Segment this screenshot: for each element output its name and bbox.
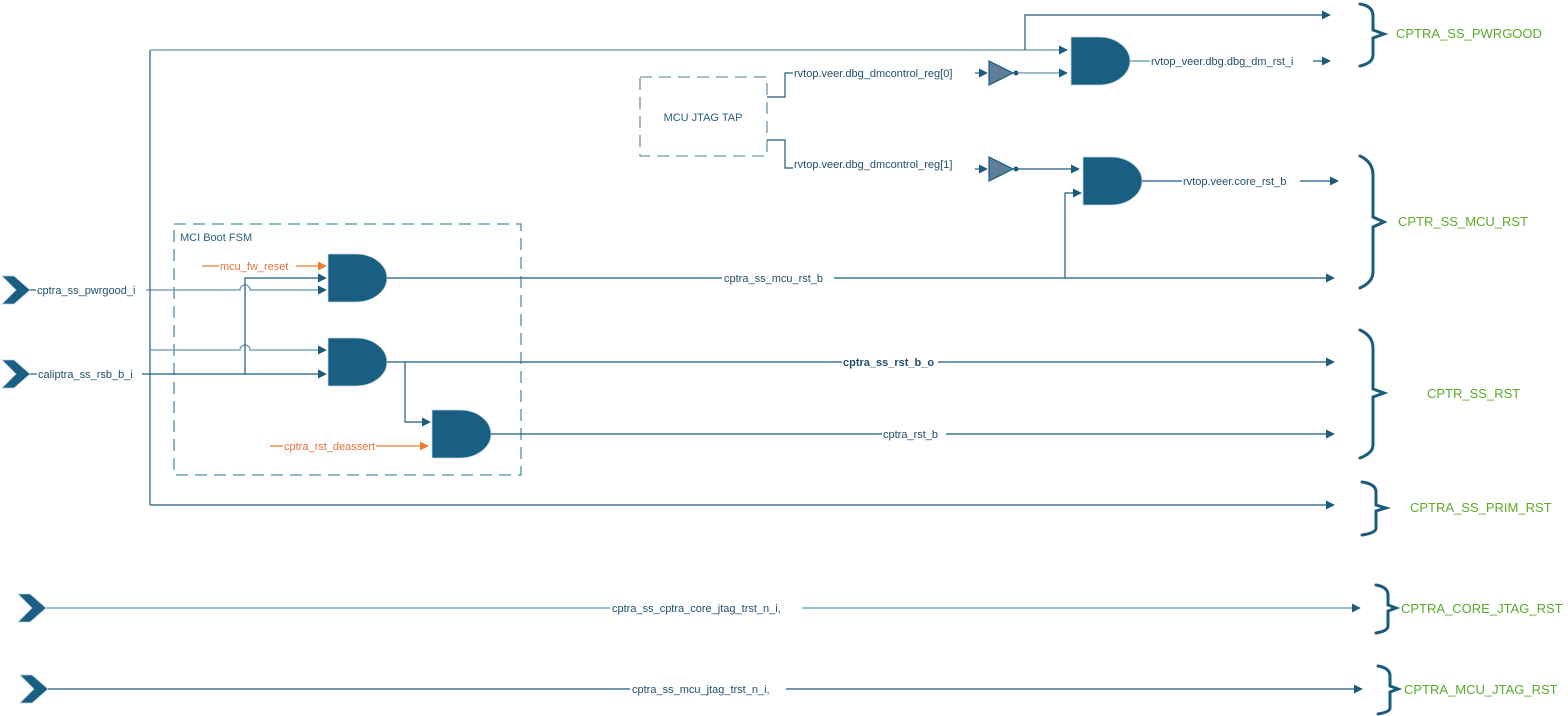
net-core-rst-b: rvtop.veer.core_rst_b: [1142, 176, 1339, 188]
net-cptra-rst-b: cptra_rst_b: [491, 427, 1335, 441]
signal-label-mcu-rst-b: cptra_ss_mcu_rst_b: [724, 273, 823, 285]
brace-icon: [1376, 664, 1403, 716]
net-dbg-dm-rst: rvtop_veer.dbg.dbg_dm_rst_i: [1130, 56, 1331, 68]
input-port-core-jtag-icon: [17, 593, 47, 623]
signal-label-rsb: caliptra_ss_rsb_b_i: [38, 369, 133, 381]
group-label-core-jtag-rst: CPTRA_CORE_JTAG_RST: [1401, 601, 1563, 616]
inverter-dmcontrol0-icon: [988, 60, 1015, 86]
group-label-mcu-rst: CPTR_SS_MCU_RST: [1398, 214, 1528, 229]
group-label-mcu-jtag-rst: CPTRA_MCU_JTAG_RST: [1404, 682, 1558, 697]
signal-label-cptra-rst-deassert: cptra_rst_deassert: [284, 441, 375, 453]
signal-label-dmcontrol1: rvtop.veer.dbg_dmcontrol_reg[1]: [794, 159, 952, 171]
brace-icon: [1360, 480, 1392, 537]
input-port-pwrgood-icon: [1, 275, 31, 305]
brace-icon: [1358, 328, 1389, 460]
group-label-ss-rst: CPTR_SS_RST: [1427, 386, 1520, 401]
and-gate-mcu-rst: [327, 253, 388, 303]
net-dmcontrol1: rvtop.veer.dbg_dmcontrol_reg[1]: [767, 139, 1080, 182]
brace-icon: [1358, 154, 1388, 290]
net-core-jtag-trst: cptra_ss_cptra_core_jtag_trst_n_i,: [46, 601, 1361, 615]
signal-label-dbg-dm-rst: rvtop_veer.dbg.dbg_dm_rst_i: [1151, 56, 1293, 68]
and-gate-core-rst: [1082, 156, 1143, 206]
input-port-rsb-icon: [1, 359, 31, 389]
group-pwrgood: CPTRA_SS_PWRGOOD: [1358, 2, 1542, 68]
net-mcu-fw-reset: mcu_fw_reset: [202, 261, 327, 273]
input-port-mcu-jtag-icon: [19, 674, 49, 704]
net-mcu-jtag-trst: cptra_ss_mcu_jtag_trst_n_i,: [48, 682, 1363, 696]
net-ss-rst-b-o: cptra_ss_rst_b_o: [387, 355, 1335, 427]
net-dmcontrol0: rvtop.veer.dbg_dmcontrol_reg[0]: [767, 60, 1068, 98]
net-rsb: [30, 273, 327, 379]
and-gate-ss-rst: [327, 337, 388, 387]
signal-label-pwrgood: cptra_ss_pwrgood_i: [37, 285, 135, 297]
signal-label-mcu-jtag-trst: cptra_ss_mcu_jtag_trst_n_i,: [632, 684, 770, 696]
signal-label-dmcontrol0: rvtop.veer.dbg_dmcontrol_reg[0]: [794, 68, 952, 80]
signal-label-mcu-fw-reset: mcu_fw_reset: [220, 261, 288, 273]
mcu-jtag-tap-label: MCU JTAG TAP: [664, 112, 743, 124]
inverter-dmcontrol1-icon: [988, 156, 1015, 182]
group-label-prim-rst: CPTRA_SS_PRIM_RST: [1410, 500, 1552, 515]
and-gate-cptra-rst: [431, 409, 492, 459]
signal-label-ss-rst-b-o: cptra_ss_rst_b_o: [843, 357, 934, 369]
net-cptra-rst-deassert: cptra_rst_deassert: [270, 441, 429, 453]
brace-icon: [1358, 2, 1389, 68]
mci-boot-fsm-label: MCI Boot FSM: [180, 232, 252, 244]
net-mcu-rst-b: cptra_ss_mcu_rst_b: [387, 188, 1335, 285]
group-core-jtag-rst: CPTRA_CORE_JTAG_RST: [1374, 583, 1563, 635]
group-ss-rst: CPTR_SS_RST: [1358, 328, 1520, 460]
signal-label-core-rst-b: rvtop.veer.core_rst_b: [1183, 176, 1286, 188]
signal-label-core-jtag-trst: cptra_ss_cptra_core_jtag_trst_n_i,: [612, 603, 781, 615]
signal-label-cptra-rst-b: cptra_rst_b: [883, 429, 938, 441]
and-gate-dbg-dm-rst: [1070, 36, 1131, 86]
net-pwrgood: [30, 10, 1335, 510]
mcu-jtag-tap-block: MCU JTAG TAP: [639, 76, 768, 157]
group-label-pwrgood: CPTRA_SS_PWRGOOD: [1396, 26, 1542, 41]
group-prim-rst: CPTRA_SS_PRIM_RST: [1360, 480, 1552, 537]
group-mcu-rst: CPTR_SS_MCU_RST: [1358, 154, 1528, 290]
group-mcu-jtag-rst: CPTRA_MCU_JTAG_RST: [1376, 664, 1558, 716]
brace-icon: [1374, 583, 1401, 635]
